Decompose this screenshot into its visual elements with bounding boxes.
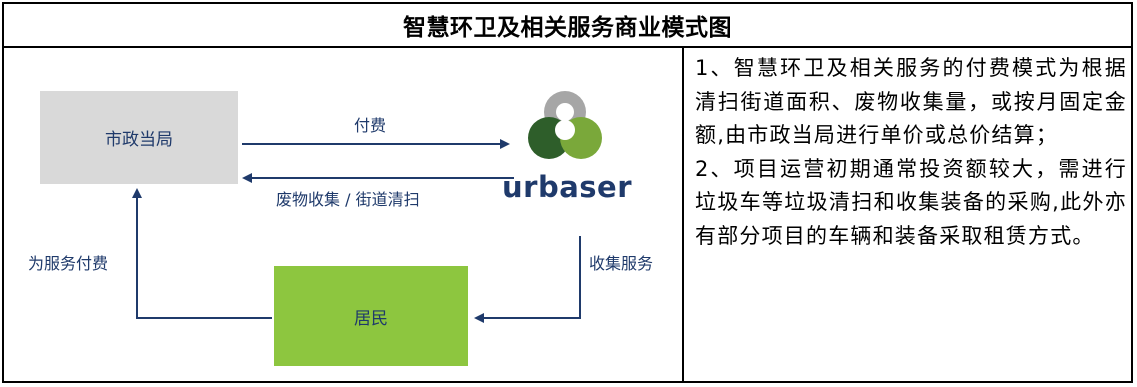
business-model-table: 智慧环卫及相关服务商业模式图 [2, 2, 1133, 383]
government-box: 市政当局 [40, 91, 238, 184]
note-item: 2、项目运营初期通常投资额较大，需进行垃圾车等垃圾清扫和收集装备的采购,此外亦有… [695, 156, 1127, 248]
urbaser-wordmark: urbaser [502, 170, 633, 204]
government-label: 市政当局 [105, 130, 173, 150]
waste-collection-label: 废物收集 / 街道清扫 [276, 190, 420, 209]
column-divider [682, 48, 684, 383]
collection-service-label: 收集服务 [589, 254, 654, 273]
residents-label: 居民 [354, 308, 388, 329]
pay-for-service-label: 为服务付费 [28, 254, 109, 273]
urbaser-logo-icon [528, 91, 602, 159]
diagram-arrows [132, 91, 602, 323]
residents-box: 居民 [274, 266, 468, 366]
business-model-diagram: 市政当局 居民 付费 废物收集 / 街道清扫 为服务付费 收集服务 urbase… [4, 48, 682, 383]
notes-column: 1、智慧环卫及相关服务的付费模式为根据清扫街道面积、废物收集量，或按月固定金额,… [687, 48, 1133, 383]
payment-label: 付费 [354, 116, 387, 135]
arrow-pay-for-service [132, 188, 272, 319]
arrow-collection-service [474, 236, 581, 323]
title-row: 智慧环卫及相关服务商业模式图 [4, 4, 1131, 48]
note-item: 1、智慧环卫及相关服务的付费模式为根据清扫街道面积、废物收集量，或按月固定金额,… [695, 56, 1127, 147]
page-title: 智慧环卫及相关服务商业模式图 [403, 15, 732, 41]
